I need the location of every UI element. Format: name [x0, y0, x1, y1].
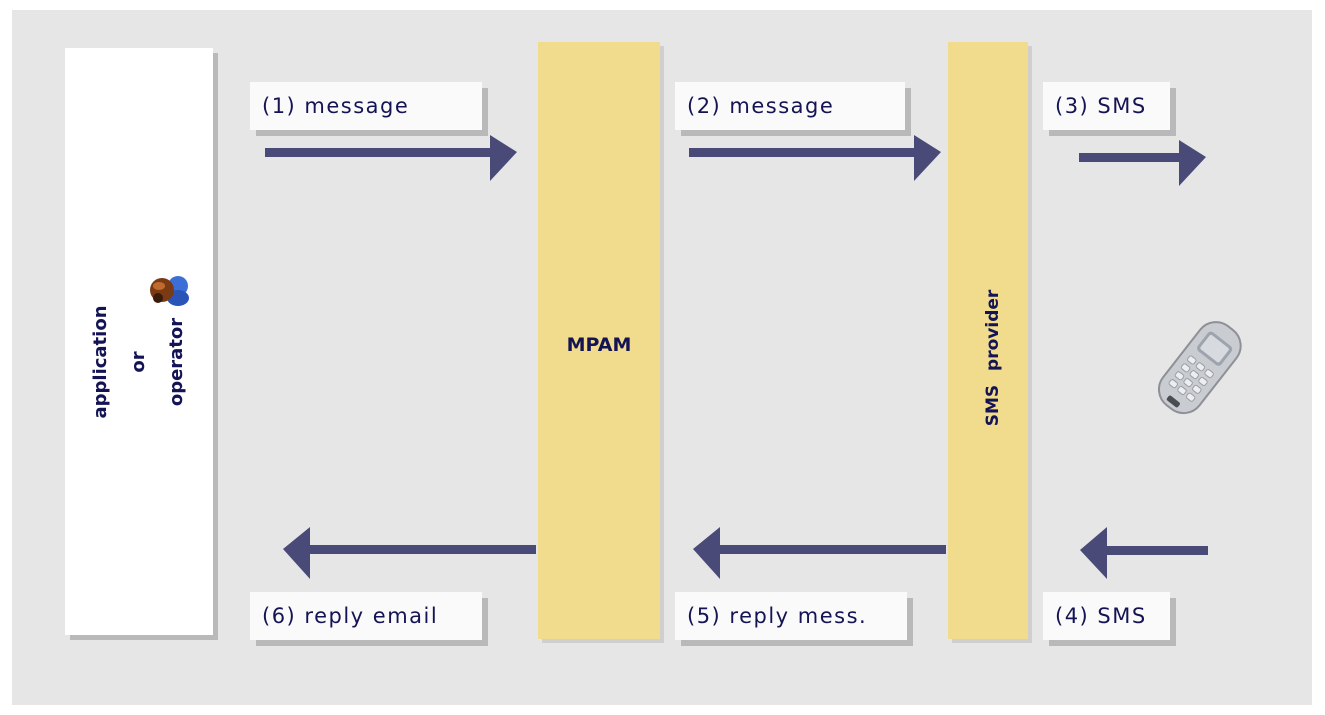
step-2-label: (2) message: [675, 82, 905, 130]
arrow-2-right: [689, 135, 941, 181]
step-5-label: (5) reply mess.: [675, 592, 907, 640]
arrow-6-left: [283, 527, 536, 579]
mpam-label: MPAM: [566, 334, 632, 356]
mobile-phone-icon: [1157, 321, 1242, 415]
arrow-4-left: [1080, 527, 1208, 579]
arrow-3-right: [1079, 140, 1206, 186]
step-3-label: (3) SMS: [1043, 82, 1170, 130]
step-6-label: (6) reply email: [250, 592, 482, 640]
mpam-panel: [538, 42, 660, 639]
operator-icon: [150, 276, 189, 306]
arrow-1-right: [265, 135, 517, 181]
step-1-label: (1) message: [250, 82, 482, 130]
sms-provider-panel: [948, 42, 1028, 639]
step-4-label: (4) SMS: [1043, 592, 1170, 640]
arrow-5-left: [693, 527, 946, 579]
application-panel: [65, 48, 213, 635]
